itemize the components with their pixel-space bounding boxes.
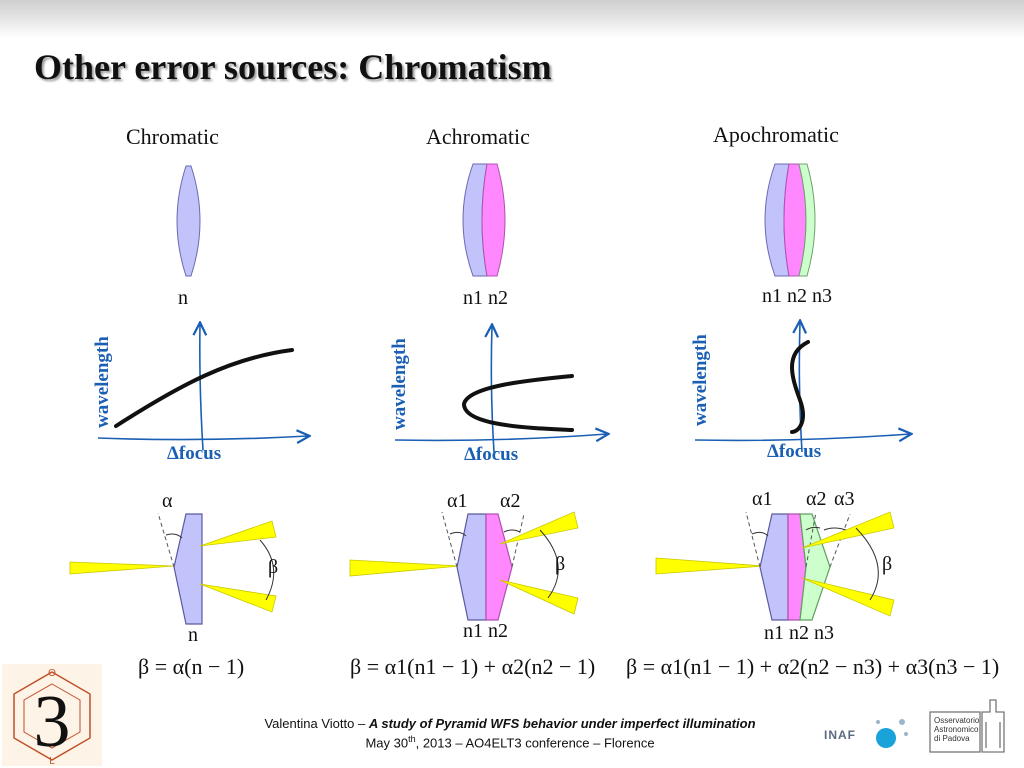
n1-n2-text: n1 n2 [463,287,508,309]
inaf-logo-text: INAF [824,728,856,742]
angle-alpha-chromatic: α [162,490,173,512]
footer-dash: – [357,716,366,731]
formula-chromatic: β = α(n − 1) [138,654,245,679]
graph-axes-apochromatic [694,322,910,453]
prism-index-chromatic: n [188,624,198,646]
x-axis-label-chromatic: Δfocus [167,443,222,464]
n1-n2-n3-text: n1 n2 n3 [762,285,832,307]
angle-beta-achromatic: β [555,553,566,575]
logo-letter-bottom: L [49,756,55,766]
conference-logo: 3 O L [2,664,102,766]
y-axis-label-chromatic: wavelength [92,336,113,428]
observatory-text: Osservatorio Astronomico di Padova [934,716,980,743]
x-axis-label-apochromatic: Δfocus [767,441,822,462]
angle-beta-apochromatic: β [882,553,893,575]
inaf-logo-mark [876,719,908,748]
observatory-line-2: Astronomico [934,725,979,734]
prism-chromatic [69,512,277,625]
curve-achromatic [461,374,574,432]
prism-achromatic [349,511,579,621]
formula-achromatic: β = α1(n1 − 1) + α2(n2 − 1) [350,654,596,679]
angle-alpha1-achromatic: α1 [447,490,468,512]
observatory-line-3: di Padova [934,734,970,743]
heading-achromatic: Achromatic [426,124,530,149]
footer-line-1: Valentina Viotto – A study of Pyramid WF… [150,716,870,731]
prism-index-apochromatic: n1 n2 n3 [764,622,834,644]
heading-apochromatic: Apochromatic [713,122,839,147]
footer-date-prefix: May 30 [365,735,409,751]
graph-axes-chromatic [97,324,308,451]
y-axis-label-achromatic: wavelength [389,338,410,430]
slide-title: Other error sources: Chromatism [34,47,552,87]
lens-apochromatic [764,163,816,277]
x-axis-label-achromatic: Δfocus [464,444,519,465]
n-text: n [178,287,188,309]
index-label-apochromatic: n1 n2 n3 [762,285,832,308]
prism-index-achromatic: n1 n2 [463,620,508,642]
graph-axes-achromatic [394,326,607,453]
angle-alpha2-apochromatic: α2 [806,488,827,510]
angle-alpha1-apochromatic: α1 [752,488,773,510]
y-axis-label-apochromatic: wavelength [690,334,711,426]
formula-apochromatic: β = α1(n1 − 1) + α2(n2 − n3) + α3(n3 − 1… [626,654,1000,679]
observatory-line-1: Osservatorio [934,716,980,725]
lens-achromatic [462,163,506,277]
logo-letter-top: O [48,668,56,679]
footer-date-sup: th [408,734,416,744]
logo-digit: 3 [34,681,71,763]
angle-alpha3-apochromatic: α3 [834,488,855,510]
top-gradient-band [0,0,1024,38]
observatory-logo [929,699,1005,753]
curve-chromatic [114,348,294,428]
angle-beta-chromatic: β [268,556,279,578]
footer-line-2: May 30th, 2013 – AO4ELT3 conference – Fl… [150,734,870,750]
footer-author: Valentina Viotto [264,716,355,731]
prism-apochromatic [655,511,895,621]
footer-talk-title: A study of Pyramid WFS behavior under im… [368,716,756,731]
angle-alpha2-achromatic: α2 [500,490,521,512]
footer-date-suffix: , 2013 – AO4ELT3 conference – Florence [415,735,655,751]
heading-chromatic: Chromatic [126,124,219,149]
index-label-achromatic: n1 n2 [463,287,508,310]
lens-chromatic [176,165,201,277]
index-label-chromatic: n [178,287,188,310]
curve-apochromatic [790,340,810,434]
